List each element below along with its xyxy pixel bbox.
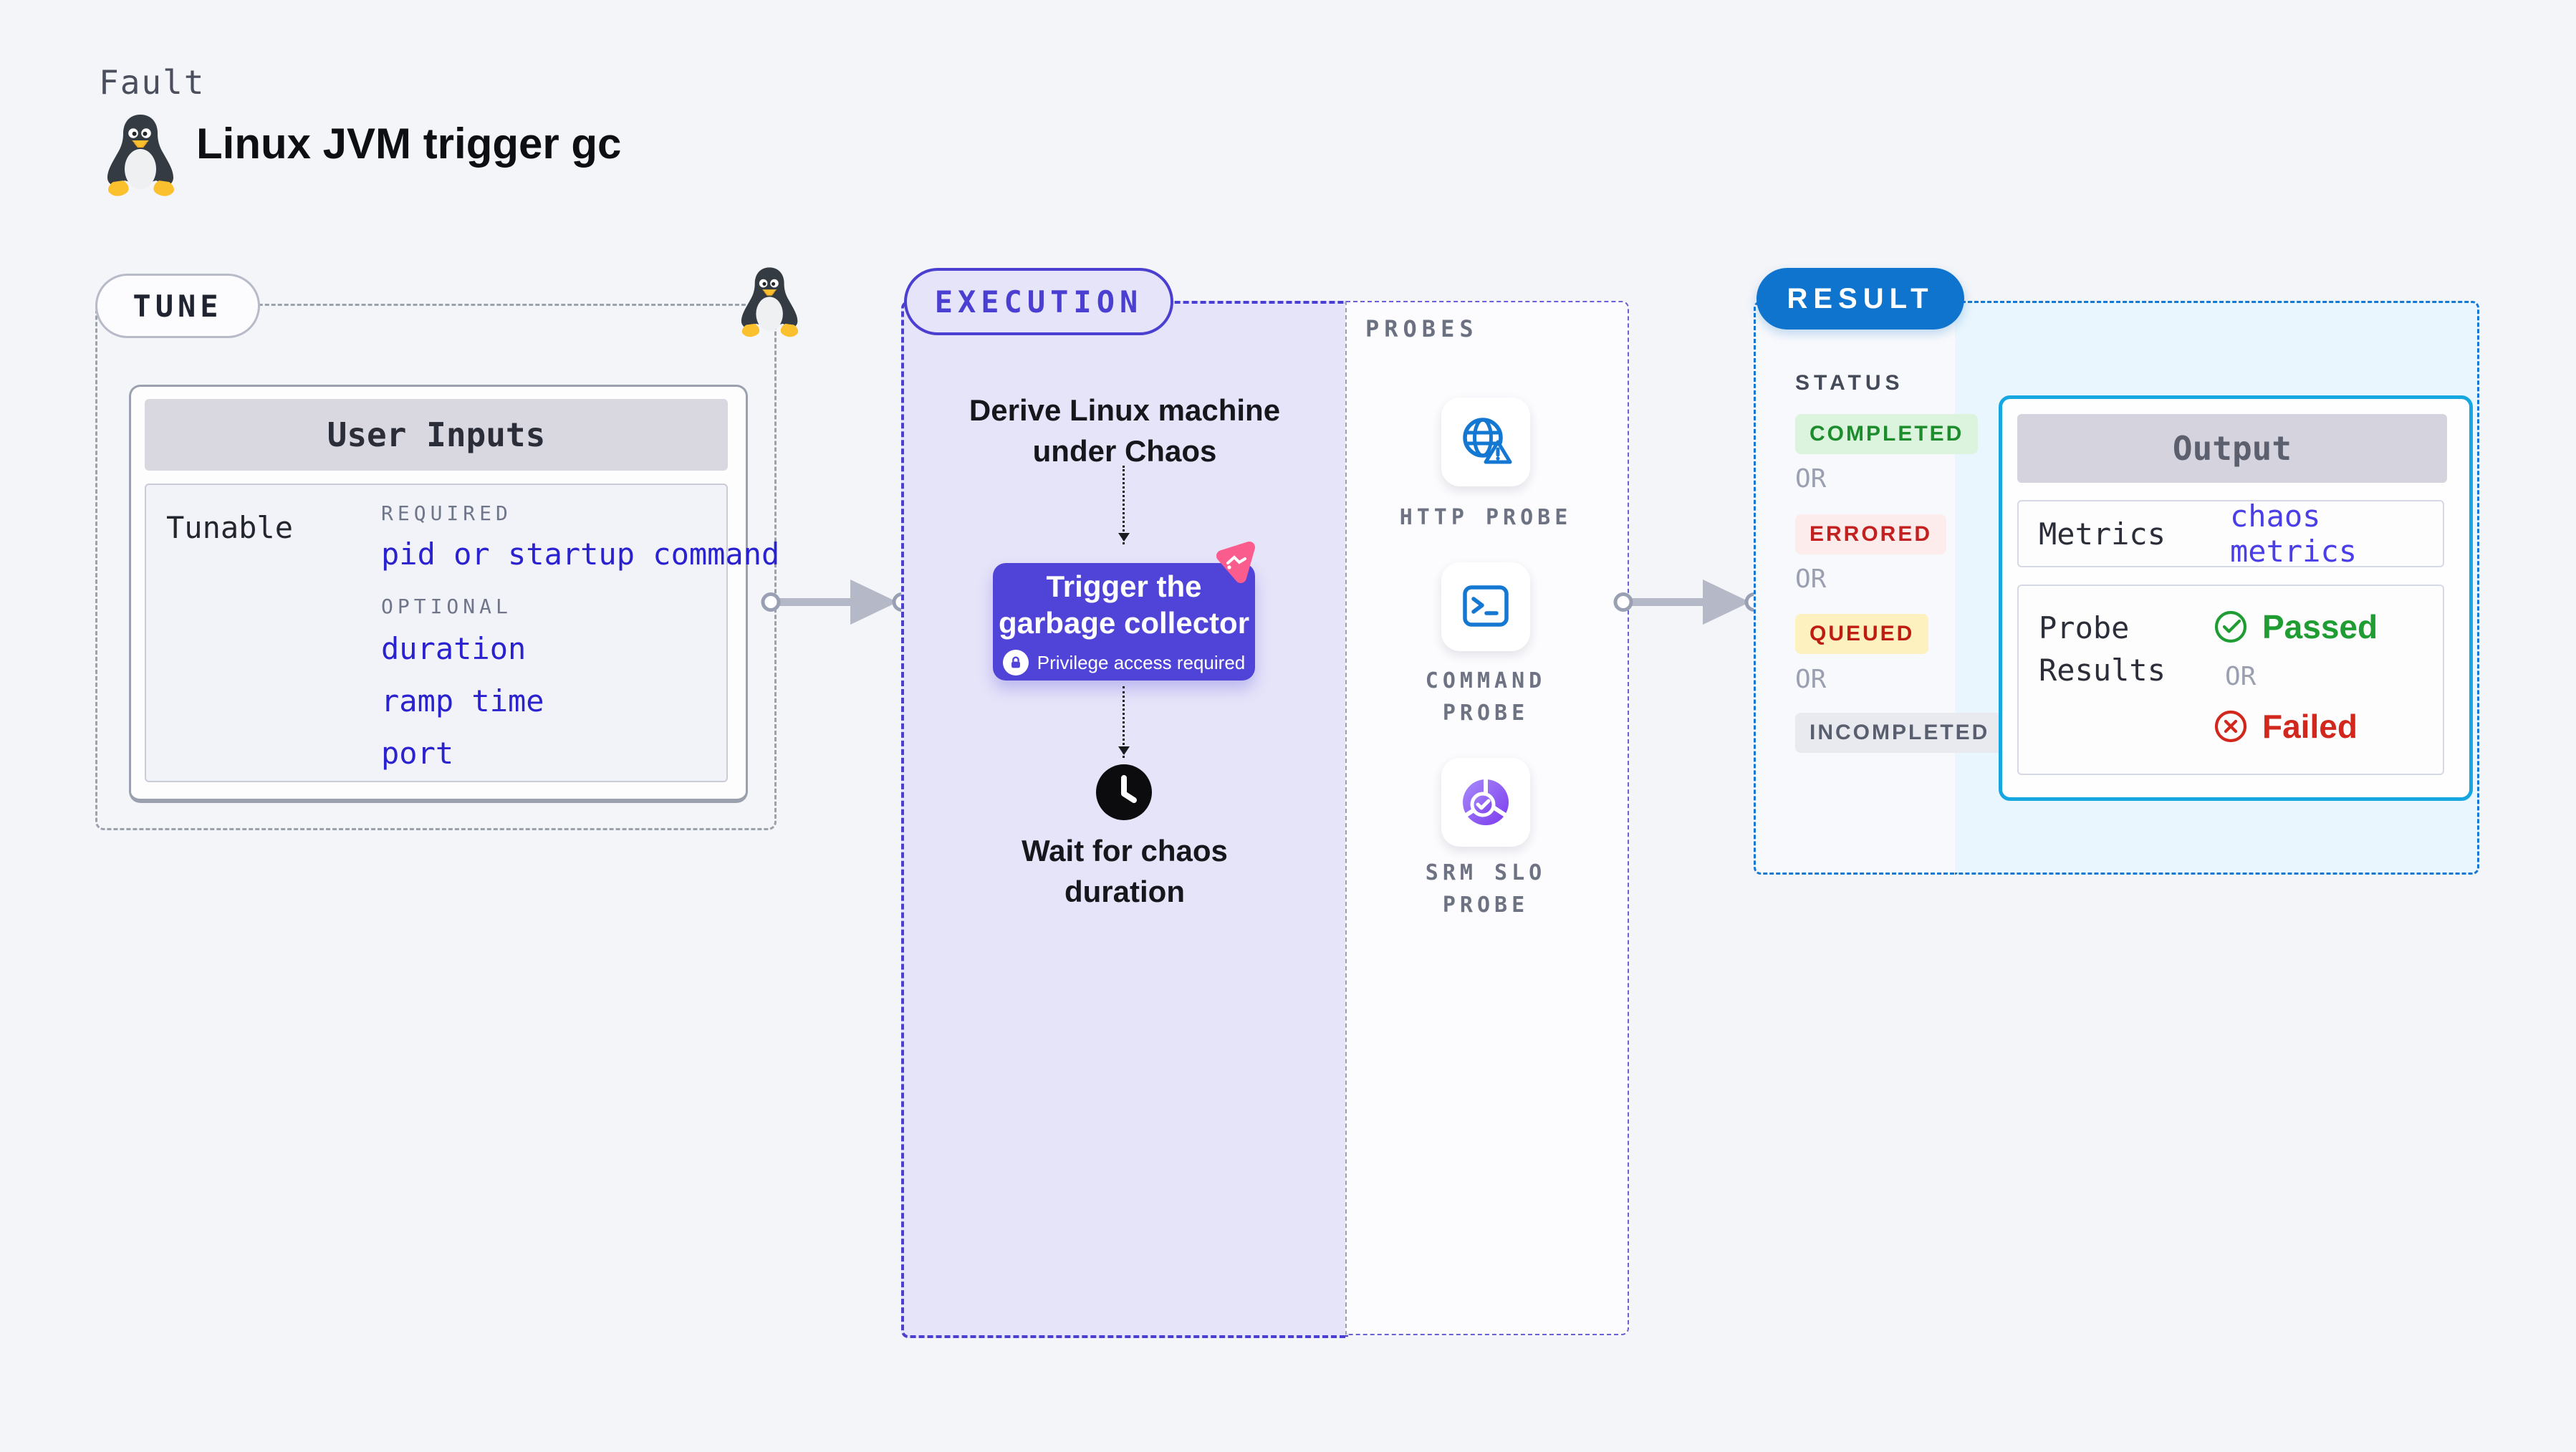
metrics-row: Metrics chaos metrics: [2017, 499, 2444, 569]
passed-item: Passed: [2214, 607, 2378, 646]
privilege-badge-label: Privilege access required: [1037, 651, 1246, 673]
fault-kicker: Fault: [99, 63, 206, 102]
terminal-icon: [1463, 585, 1509, 627]
probe-results-values: Passed OR Failed: [2214, 607, 2378, 752]
trigger-gc-node: Trigger the garbage collector Privilege …: [993, 563, 1255, 681]
probe-results-label: Probe Results: [2039, 610, 2166, 688]
probe-results-row: Probe Results Passed OR Failed: [2017, 585, 2444, 775]
wait-clock-icon: [1096, 764, 1152, 820]
derive-machine-step: Derive Linux machine under Chaos: [969, 393, 1281, 468]
check-circle-icon: [2214, 610, 2247, 643]
command-probe-card: [1441, 562, 1530, 651]
execution-to-result-arrow: [1613, 580, 1764, 625]
connector-arrow-down: [1118, 466, 1130, 544]
required-label: REQUIRED: [381, 501, 512, 525]
tunable-optional-item: duration: [381, 631, 527, 666]
optional-label: OPTIONAL: [381, 595, 512, 618]
status-section-label: STATUS: [1795, 371, 1904, 395]
tunable-label: Tunable: [166, 510, 294, 545]
status-badge-errored: ERRORED: [1795, 514, 1947, 554]
tunable-optional-item: port: [381, 736, 454, 771]
metrics-label: Metrics: [2039, 516, 2166, 552]
tunable-optional-item: ramp time: [381, 683, 544, 718]
user-inputs-title: User Inputs: [145, 399, 728, 471]
x-circle-icon: [2214, 710, 2247, 743]
metrics-value-link: chaos metrics: [2230, 499, 2358, 569]
passed-label: Passed: [2262, 608, 2378, 645]
or-separator: OR: [1795, 464, 1827, 494]
tunable-list: REQUIRED pid or startup command OPTIONAL…: [381, 501, 779, 788]
or-separator: OR: [1795, 665, 1827, 694]
wait-duration-step: Wait for chaos duration: [1022, 834, 1228, 908]
execution-pill: EXECUTION: [904, 268, 1173, 335]
connector-arrow-down: [1118, 686, 1130, 758]
tune-to-execution-arrow: [761, 580, 912, 625]
or-separator: OR: [1795, 564, 1827, 594]
privilege-badge: Privilege access required: [1002, 650, 1246, 676]
status-badge-completed: COMPLETED: [1795, 414, 1979, 454]
tunable-required-item: pid or startup command: [381, 537, 780, 572]
http-probe-card: [1441, 398, 1530, 486]
failed-label: Failed: [2262, 708, 2358, 745]
tune-region: [95, 304, 777, 830]
globe-alert-icon: [1463, 418, 1512, 464]
probes-section-label: PROBES: [1365, 315, 1479, 342]
page-title: Linux JVM trigger gc: [196, 120, 622, 168]
output-title: Output: [2017, 414, 2447, 483]
srm-slo-probe-card: [1441, 758, 1530, 847]
command-probe-label: COMMAND PROBE: [1425, 668, 1547, 726]
chaos-faults-badge-icon: [1216, 542, 1255, 583]
lock-icon: [1002, 650, 1029, 676]
linux-tux-icon: [107, 115, 174, 196]
user-inputs-body: [145, 484, 728, 782]
slo-gauge-icon: [1463, 778, 1509, 825]
trigger-gc-label: Trigger the garbage collector: [998, 569, 1250, 640]
failed-item: Failed: [2214, 707, 2378, 746]
or-separator: OR: [2225, 662, 2257, 691]
result-pill: RESULT: [1756, 268, 1964, 330]
tune-pill: TUNE: [95, 274, 260, 338]
status-badge-incompleted: INCOMPLETED: [1795, 713, 2004, 753]
linux-tux-small-icon: [741, 267, 799, 337]
srm-slo-probe-label: SRM SLO PROBE: [1425, 860, 1547, 918]
http-probe-label: HTTP PROBE: [1399, 505, 1572, 530]
status-badge-queued: QUEUED: [1795, 614, 1929, 654]
